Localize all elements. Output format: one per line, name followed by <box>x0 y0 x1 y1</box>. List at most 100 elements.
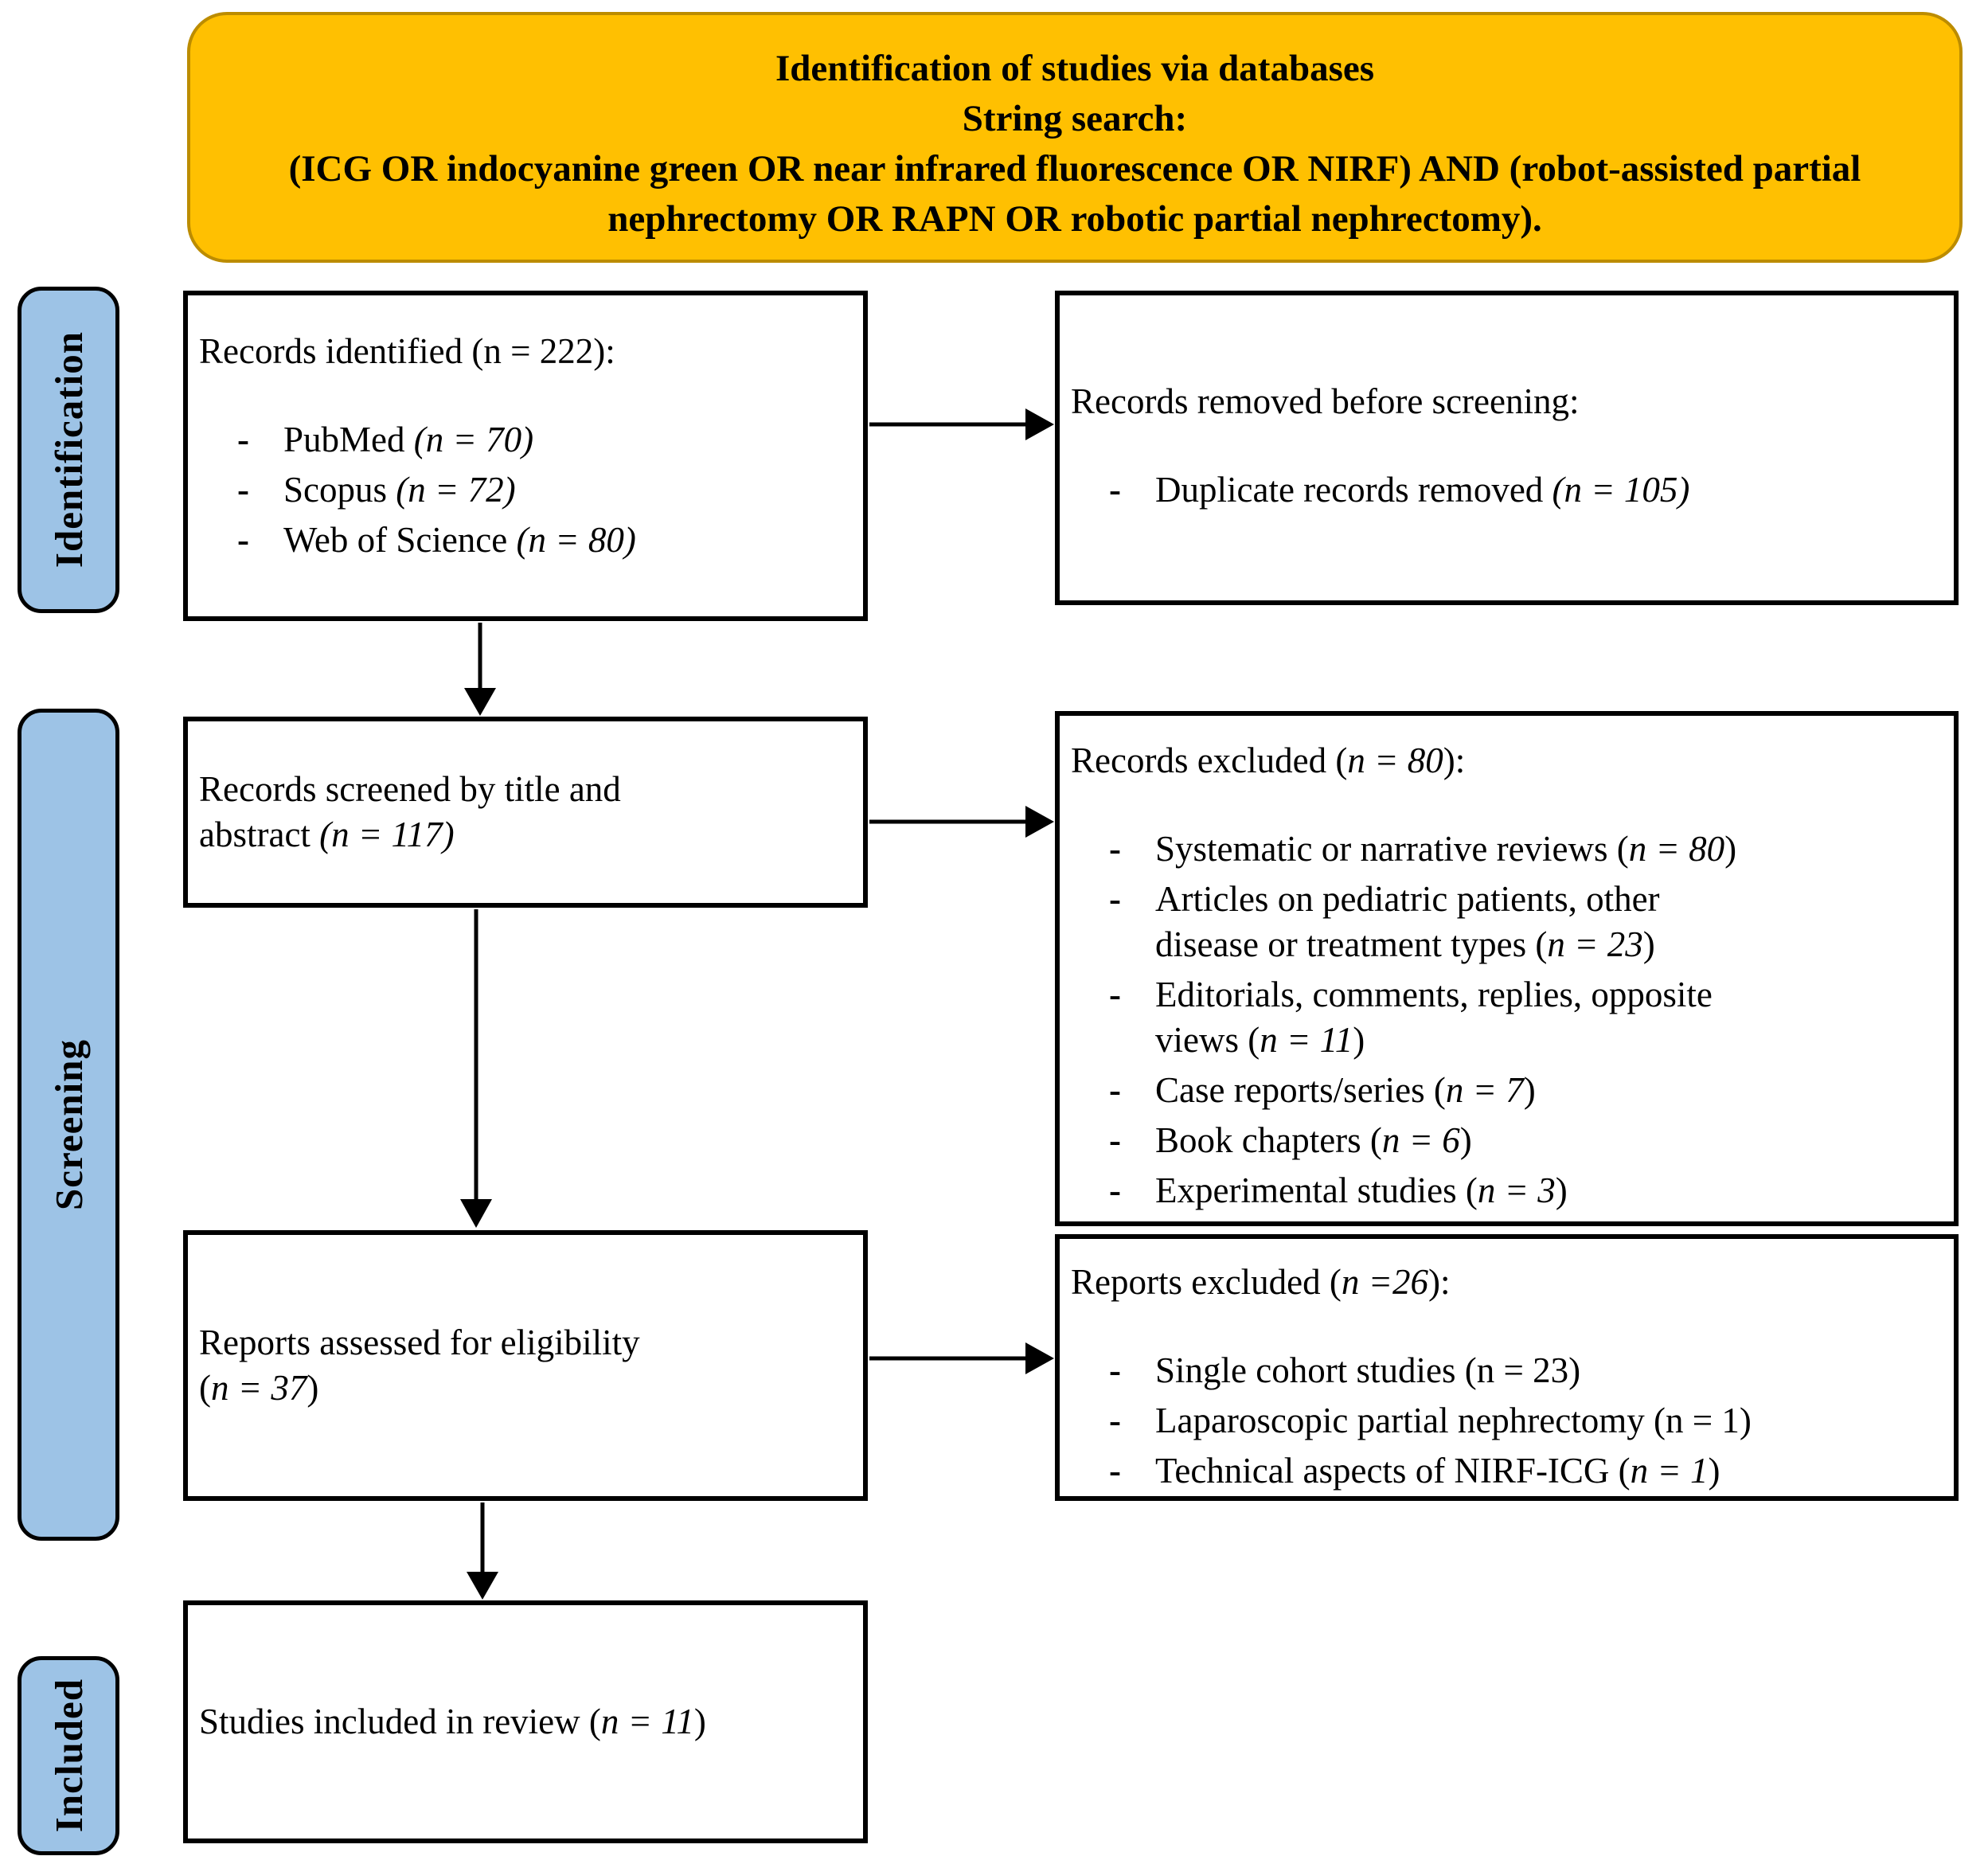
bullet-dash: - <box>1109 879 1121 919</box>
text-pre-wrap: disease or treatment types ( <box>1155 924 1548 964</box>
text-pre: Technical aspects of NIRF-ICG ( <box>1155 1451 1631 1491</box>
bullet-dash: - <box>1109 1350 1121 1390</box>
list-item-text: Systematic or narrative reviews (n = 80) <box>1155 826 1943 872</box>
bullet-dash: - <box>1109 469 1121 510</box>
list-item: - Single cohort studies (n = 23) <box>1071 1348 1943 1393</box>
text-pre: Experimental studies ( <box>1155 1170 1478 1210</box>
box-title: Records identified (n = 222): <box>199 329 852 374</box>
text-post: ) <box>693 1702 706 1741</box>
stage-label-screening: Screening <box>18 709 119 1541</box>
text-italic: n = 80 <box>1628 829 1725 869</box>
text-pre: Records excluded ( <box>1071 740 1348 780</box>
box-text-line: (n = 37) <box>199 1366 852 1411</box>
text-italic: (n = 70) <box>413 420 534 459</box>
text-post: ) <box>1724 829 1737 869</box>
text-italic: n = 80 <box>1347 740 1443 780</box>
box-records-removed: Records removed before screening: - Dupl… <box>1055 291 1959 605</box>
text-post: ) <box>1459 1120 1472 1160</box>
list-item: - Experimental studies (n = 3) <box>1071 1168 1943 1213</box>
list-item: - Book chapters (n = 6) <box>1071 1118 1943 1163</box>
bullet-list: - PubMed (n = 70) - Scopus (n = 72) - We… <box>199 417 852 568</box>
list-item: - Web of Science (n = 80) <box>199 518 852 563</box>
arrow-identified-to-removed <box>869 408 1054 440</box>
list-item: - Articles on pediatric patients, other d… <box>1071 877 1943 967</box>
bullet-list: - Single cohort studies (n = 23) - Lapar… <box>1071 1348 1943 1499</box>
stage-label-text: Screening <box>46 1039 91 1210</box>
list-item-text: Laparoscopic partial nephrectomy (n = 1) <box>1155 1398 1943 1444</box>
box-title: Reports excluded (n =26): <box>1071 1260 1943 1305</box>
arrow-screened-to-excluded <box>869 806 1054 838</box>
box-records-identified: Records identified (n = 222): - PubMed (… <box>183 291 868 621</box>
box-reports-excluded: Reports excluded (n =26): - Single cohor… <box>1055 1234 1959 1501</box>
bullet-dash: - <box>1109 1070 1121 1110</box>
text-pre: Case reports/series ( <box>1155 1070 1446 1110</box>
list-item-text: Technical aspects of NIRF-ICG (n = 1) <box>1155 1448 1943 1494</box>
box-title: Records removed before screening: <box>1071 379 1943 424</box>
bullet-list: - Systematic or narrative reviews (n = 8… <box>1071 826 1943 1218</box>
arrow-identified-to-screened <box>464 623 496 716</box>
text-post: ) <box>307 1368 319 1408</box>
text-pre: Articles on pediatric patients, other <box>1155 879 1660 919</box>
bullet-dash: - <box>237 470 249 510</box>
text-italic: (n = 117) <box>319 815 455 854</box>
stage-label-included: Included <box>18 1656 119 1855</box>
text-pre: Editorials, comments, replies, opposite <box>1155 975 1713 1014</box>
list-item: - PubMed (n = 70) <box>199 417 852 463</box>
text-italic: n = 23 <box>1547 924 1643 964</box>
box-records-excluded: Records excluded (n = 80): - Systematic … <box>1055 711 1959 1226</box>
text-italic: (n = 72) <box>396 470 516 510</box>
box-studies-included: Studies included in review (n = 11) <box>183 1600 868 1843</box>
list-item-text: Scopus (n = 72) <box>283 467 852 513</box>
text-italic: n = 1 <box>1630 1451 1709 1491</box>
box-text-line: abstract (n = 117) <box>199 812 852 858</box>
text-pre-wrap: views ( <box>1155 1020 1260 1060</box>
bullet-dash: - <box>1109 1120 1121 1160</box>
text-post: ) <box>1555 1170 1568 1210</box>
text-italic: n = 11 <box>600 1702 694 1741</box>
list-item: - Systematic or narrative reviews (n = 8… <box>1071 826 1943 872</box>
text-post: ) <box>1642 924 1655 964</box>
search-strategy-banner: Identification of studies via databases … <box>187 12 1963 263</box>
bullet-dash: - <box>237 520 249 560</box>
text-pre: Single cohort studies (n = 23) <box>1155 1350 1581 1390</box>
list-item-text: Articles on pediatric patients, other dis… <box>1155 877 1943 967</box>
stage-label-text: Identification <box>46 331 91 569</box>
text-pre: abstract <box>199 815 320 854</box>
list-item-text: Experimental studies (n = 3) <box>1155 1168 1943 1213</box>
list-item-text: Single cohort studies (n = 23) <box>1155 1348 1943 1393</box>
text-pre: Records removed before screening: <box>1071 381 1580 421</box>
text-pre: Reports assessed for eligibility <box>199 1323 640 1362</box>
text-italic: n = 7 <box>1445 1070 1524 1110</box>
text-pre: PubMed <box>283 420 414 459</box>
stage-label-identification: Identification <box>18 287 119 613</box>
list-item-text: Book chapters (n = 6) <box>1155 1118 1943 1163</box>
text-italic: (n = 80) <box>516 520 636 560</box>
box-text-line: Records screened by title and <box>199 767 852 812</box>
arrow-assessed-to-included <box>467 1502 498 1600</box>
box-reports-assessed: Reports assessed for eligibility (n = 37… <box>183 1230 868 1501</box>
banner-subtitle: String search: <box>962 98 1188 139</box>
list-item: - Editorials, comments, replies, opposit… <box>1071 972 1943 1063</box>
text-pre: ( <box>199 1368 211 1408</box>
text-post: ) <box>1353 1020 1365 1060</box>
text-pre: Reports excluded ( <box>1071 1262 1342 1302</box>
text-post: ) <box>1523 1070 1536 1110</box>
bullet-dash: - <box>1109 975 1121 1014</box>
list-item-text: Case reports/series (n = 7) <box>1155 1068 1943 1113</box>
bullet-dash: - <box>1109 1401 1121 1440</box>
text-italic: n = 37 <box>211 1368 307 1408</box>
text-italic: n = 6 <box>1381 1120 1460 1160</box>
list-item: - Technical aspects of NIRF-ICG (n = 1) <box>1071 1448 1943 1494</box>
list-item: - Duplicate records removed (n = 105) <box>1071 467 1943 513</box>
list-item-text: Editorials, comments, replies, opposite v… <box>1155 972 1943 1063</box>
list-item-text: PubMed (n = 70) <box>283 417 852 463</box>
bullet-list: - Duplicate records removed (n = 105) <box>1071 467 1943 518</box>
bullet-dash: - <box>1109 1451 1121 1491</box>
banner-search-string: (ICG OR indocyanine green OR near infrar… <box>288 148 1861 240</box>
list-item: - Scopus (n = 72) <box>199 467 852 513</box>
text-italic: n = 3 <box>1477 1170 1556 1210</box>
box-title: Records excluded (n = 80): <box>1071 738 1943 783</box>
text-italic: n = 11 <box>1260 1020 1353 1060</box>
text-post: ) <box>1708 1451 1720 1491</box>
